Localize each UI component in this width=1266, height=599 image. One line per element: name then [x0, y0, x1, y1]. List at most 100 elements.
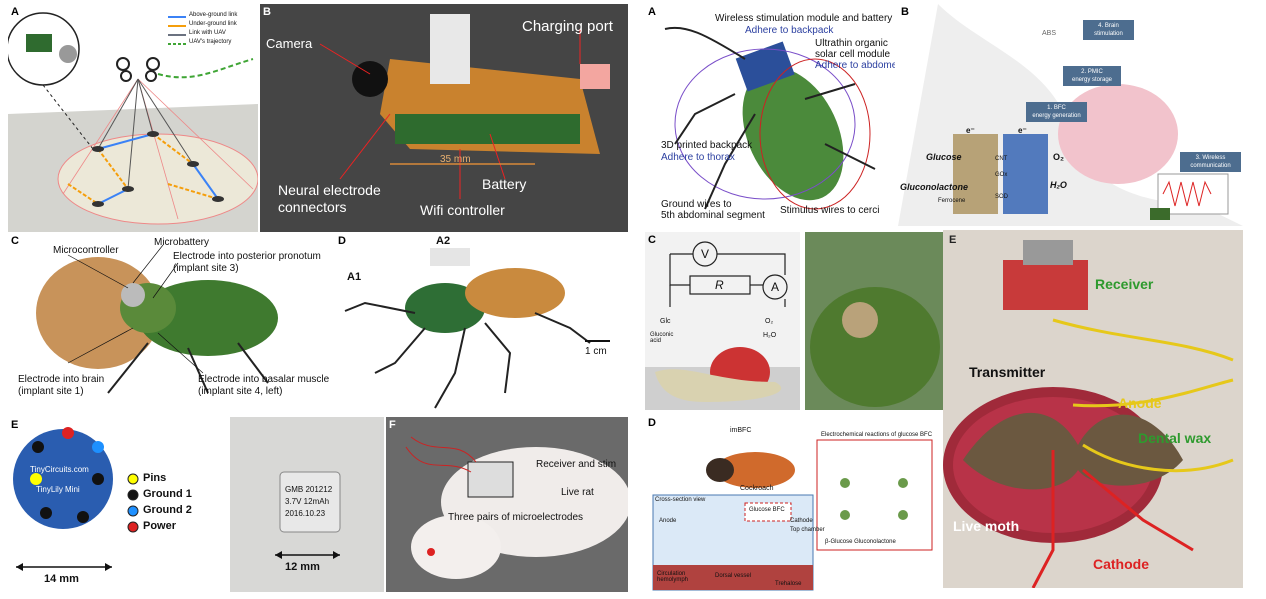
panel-left-c: C Microcontroller Microbattery Electrode…	[8, 233, 333, 413]
label-cross-section: Cross-section view	[655, 497, 706, 503]
label-c-o2: O₂	[765, 318, 774, 325]
label-glucose: Glucose	[926, 152, 962, 162]
legend-uav-link: Link with UAV	[189, 30, 226, 36]
battery-text-1: GMB 201212	[285, 485, 333, 494]
label-anode: Anode	[659, 518, 677, 524]
battery-photo	[275, 471, 341, 559]
label-brain: Electrode into brain (implant site 1)	[18, 374, 105, 397]
label-glc: Glc	[660, 318, 671, 325]
legend-above-ground: Above-ground link	[189, 12, 238, 18]
box-brain-stimulation: 4. Brain stimulation	[1083, 20, 1134, 40]
panel-right-e: E Receiver Transmitter Anode Dental wax …	[943, 230, 1243, 588]
panel-left-d: D A2 A1 1 cm	[335, 233, 628, 413]
panel-left-e: E TinyCircuits.com TinyLily Mini Pins Gr…	[8, 417, 228, 592]
label-battery: Battery	[482, 176, 527, 192]
label-12mm: 12 mm	[285, 561, 320, 573]
label-a1: A1	[347, 271, 362, 283]
label-14mm: 14 mm	[44, 573, 79, 585]
label-microcontroller: Microcontroller	[53, 245, 119, 256]
legend-ground-1: Ground 1	[143, 488, 192, 500]
snail-circuit-illustration	[645, 232, 945, 410]
label-electron-1: e⁻	[966, 126, 975, 135]
label-adhere-backpack: Adhere to backpack	[745, 25, 834, 36]
label-hemolymph: Circulation hemolymph	[657, 571, 689, 583]
label-gluconic: Gluconic acid	[650, 332, 674, 344]
label-dimension: 35 mm	[440, 154, 471, 165]
panel-left-battery: GMB 201212 3.7V 12mAh 2016.10.23 12 mm	[230, 417, 384, 592]
panel-rb-tag: B	[901, 6, 909, 18]
rat-photo	[405, 436, 628, 579]
panel-f-tag: F	[389, 419, 396, 431]
label-a2: A2	[436, 235, 451, 247]
label-wifi-controller: Wifi controller	[420, 202, 505, 218]
label-electron-2: e⁻	[1018, 126, 1027, 135]
label-microelectrodes: Three pairs of microelectrodes	[448, 512, 584, 523]
label-transmitter: Transmitter	[969, 364, 1046, 380]
legend-ground-2: Ground 2	[143, 504, 192, 516]
label-sod: SOD	[995, 194, 1009, 200]
panel-left-b: B Camera Charging port Neural electrode …	[260, 4, 628, 232]
panel-left-a: A Above-ground link Under-ground link Li…	[8, 4, 258, 232]
label-trehalose: Trehalose	[775, 581, 802, 587]
box-wireless: 3. Wireless communication	[1180, 152, 1241, 172]
battery-text-3: 2016.10.23	[285, 509, 326, 518]
panel-a-tag: A	[11, 6, 19, 18]
imbfc-illustration	[652, 439, 933, 591]
beetle-photo-c	[36, 244, 278, 394]
label-adhere-abdomen: Adhere to abdomen	[815, 60, 895, 71]
label-dorsal-vessel: Dorsal vessel	[715, 573, 752, 579]
label-top-chamber: Top chamber	[790, 527, 825, 533]
label-o2: O₂	[1053, 152, 1064, 162]
panel-right-c: C V R A Glc Gluconic acid O₂ H₂O	[645, 232, 945, 410]
pigeon-illustration	[898, 4, 1243, 226]
legend-pins: Pins	[143, 472, 167, 484]
label-anode: Anode	[1118, 395, 1162, 411]
panel-e-tag: E	[11, 419, 19, 431]
box-pmic: 2. PMIC energy storage	[1063, 66, 1121, 86]
label-stimulus-wires: Stimulus wires to cerci	[780, 205, 880, 216]
panel-right-d: D imBFC Cockroach Electrochemical reacti…	[645, 415, 937, 593]
legend-under-ground: Under-ground link	[189, 21, 237, 27]
legend-power: Power	[143, 520, 177, 532]
legend-uav-trajectory: UAV's trajectory	[189, 39, 232, 45]
label-neural-electrode: Neural electrode connectors	[278, 182, 381, 215]
panel-right-a: A Wireless stimulation module and batter…	[645, 4, 895, 229]
panel-right-b: B ABS 4. Brain stimulation 2. PMIC energ…	[898, 4, 1243, 226]
label-cockroach: Cockroach	[740, 485, 774, 492]
label-live-moth: Live moth	[953, 518, 1020, 534]
label-charging-port: Charging port	[522, 18, 613, 35]
panel-re-tag: E	[949, 234, 957, 246]
label-dental-wax: Dental wax	[1138, 430, 1212, 446]
label-solar-module: Ultrathin organic solar cell module	[815, 38, 891, 60]
label-receiver-stim: Receiver and stim	[536, 459, 617, 470]
panel-b-tag: B	[263, 6, 271, 18]
label-live-rat: Live rat	[561, 487, 594, 498]
label-cathode: Cathode	[790, 518, 813, 524]
label-h2o: H₂O	[1050, 180, 1067, 190]
label-camera: Camera	[266, 36, 313, 51]
label-ferrocene: Ferrocene	[938, 198, 966, 204]
label-gluconolactone: Gluconolactone	[900, 182, 969, 192]
label-cathode: Cathode	[1093, 556, 1149, 572]
beetle-photo-d	[344, 248, 610, 409]
board-label-1: TinyCircuits.com	[30, 465, 89, 474]
moth-photo	[943, 230, 1243, 588]
label-amp: A	[771, 280, 780, 294]
label-ground-wires: Ground wires to 5th abdominal segment	[661, 199, 765, 221]
panel-rd-tag: D	[648, 417, 656, 429]
label-scale: 1 cm	[585, 346, 607, 357]
panel-left-f: F Receiver and stim Live rat Three pairs…	[386, 417, 628, 592]
terrain-illustration	[8, 12, 258, 232]
label-printed-backpack: 3D printed backpack	[661, 140, 753, 151]
panel-d-tag: D	[338, 235, 346, 247]
panel-ra-tag: A	[648, 6, 656, 18]
panel-c-tag: C	[11, 235, 19, 247]
label-volt: V	[701, 247, 710, 261]
panel-rc-tag: C	[648, 234, 656, 246]
label-pronotum: Electrode into posterior pronotum (impla…	[173, 251, 321, 274]
board-label-2: TinyLily Mini	[36, 485, 80, 494]
tinylily-board	[13, 427, 139, 571]
label-glucose-bfc: Glucose BFC	[749, 507, 785, 513]
label-gox: GOx	[995, 172, 1008, 178]
label-receiver: Receiver	[1095, 276, 1154, 292]
